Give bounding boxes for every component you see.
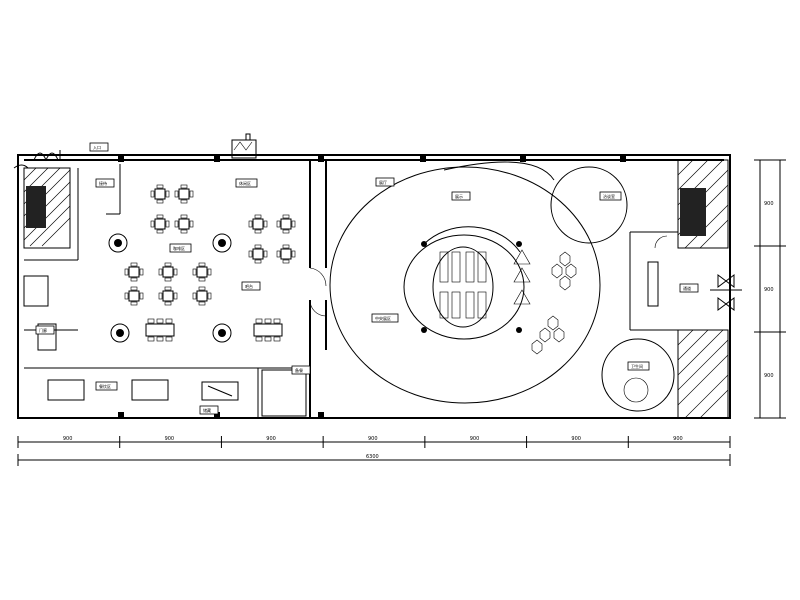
room-label-round-room-ne: 洽谈室 <box>599 191 622 201</box>
round-room-se <box>601 338 675 412</box>
room-label-lounge: 休闲区 <box>235 178 258 188</box>
cafe-table <box>150 214 170 234</box>
bottom-counters <box>23 275 307 417</box>
cafe-table <box>124 286 144 306</box>
cafe-table <box>248 214 268 234</box>
room-label-bar: 吧台 <box>241 281 261 291</box>
dim-label-right: 900 <box>764 373 774 379</box>
dim-label-bottom: 900 <box>673 436 683 442</box>
dining-table <box>145 318 175 342</box>
outer-walls <box>17 154 731 419</box>
svg-text:储藏: 储藏 <box>203 407 211 413</box>
oval-hall <box>329 166 601 404</box>
svg-text:餐饮区: 餐饮区 <box>99 383 111 389</box>
svg-text:洽谈室: 洽谈室 <box>603 193 615 199</box>
dim-label-right: 900 <box>764 201 774 207</box>
room-label-round-room-se: 卫生间 <box>627 361 650 371</box>
room-label-dining: 餐饮区 <box>95 381 118 391</box>
room-label-oval-hall: 中央展区 <box>371 313 399 323</box>
room-label-reception: 接待 <box>95 178 115 188</box>
dim-label-right: 900 <box>764 287 774 293</box>
cafe-tables <box>124 184 296 306</box>
cafe-table <box>174 214 194 234</box>
dim-label-bottom: 900 <box>368 436 378 442</box>
corridor-fixture <box>647 261 742 311</box>
room-label-corridor: 通道 <box>679 283 699 293</box>
cafe-table <box>276 214 296 234</box>
cafe-table <box>192 286 212 306</box>
dim-label-bottom: 900 <box>63 436 73 442</box>
columns <box>118 156 626 418</box>
dining-table <box>253 318 283 342</box>
dim-label-bottom: 900 <box>165 436 175 442</box>
svg-text:通道: 通道 <box>683 285 691 291</box>
cafe-table <box>276 244 296 264</box>
room-label-cafe: 咖啡区 <box>169 243 192 253</box>
room-label-display: 展示 <box>451 191 471 201</box>
svg-text:展示: 展示 <box>455 193 463 199</box>
svg-text:咖啡区: 咖啡区 <box>173 245 185 251</box>
right-core-hatch <box>677 159 729 419</box>
cafe-table <box>248 244 268 264</box>
interior-partitions <box>24 160 678 418</box>
porch-ornament <box>13 150 61 169</box>
svg-text:吧台: 吧台 <box>245 283 253 289</box>
cafe-table <box>150 184 170 204</box>
lounge-seating <box>108 233 232 343</box>
svg-text:中央展区: 中央展区 <box>375 315 391 321</box>
dim-label-bottom: 900 <box>266 436 276 442</box>
svg-text:休闲区: 休闲区 <box>239 180 251 186</box>
round-room-ne <box>443 161 628 244</box>
room-label-storage: 储藏 <box>199 405 219 415</box>
cafe-table <box>124 262 144 282</box>
room-label-top-entry: 入口 <box>89 142 109 152</box>
cafe-table <box>158 262 178 282</box>
dim-label-bottom: 900 <box>470 436 480 442</box>
cafe-table <box>158 286 178 306</box>
room-label-prep: 备餐 <box>291 365 311 375</box>
doors <box>231 133 668 317</box>
dining-tables <box>145 318 283 342</box>
svg-text:门廊: 门廊 <box>39 327 47 333</box>
dim-label-bottom: 900 <box>571 436 581 442</box>
dim-label-total: 6300 <box>366 454 379 460</box>
room-label-north-porch: 门廊 <box>35 325 55 335</box>
room-label-exhibition: 展厅 <box>375 177 395 187</box>
svg-text:备餐: 备餐 <box>295 367 303 373</box>
hexagon-cluster <box>531 251 577 355</box>
left-core-hatch <box>23 167 71 249</box>
svg-text:展厅: 展厅 <box>379 179 387 185</box>
svg-text:卫生间: 卫生间 <box>631 363 643 369</box>
dimension-lines: 900 900 900 900 900 900 900 6300 900 900 900 <box>17 159 786 466</box>
cafe-table <box>174 184 194 204</box>
svg-text:入口: 入口 <box>93 145 101 150</box>
cafe-table <box>192 262 212 282</box>
svg-text:接待: 接待 <box>99 180 107 186</box>
